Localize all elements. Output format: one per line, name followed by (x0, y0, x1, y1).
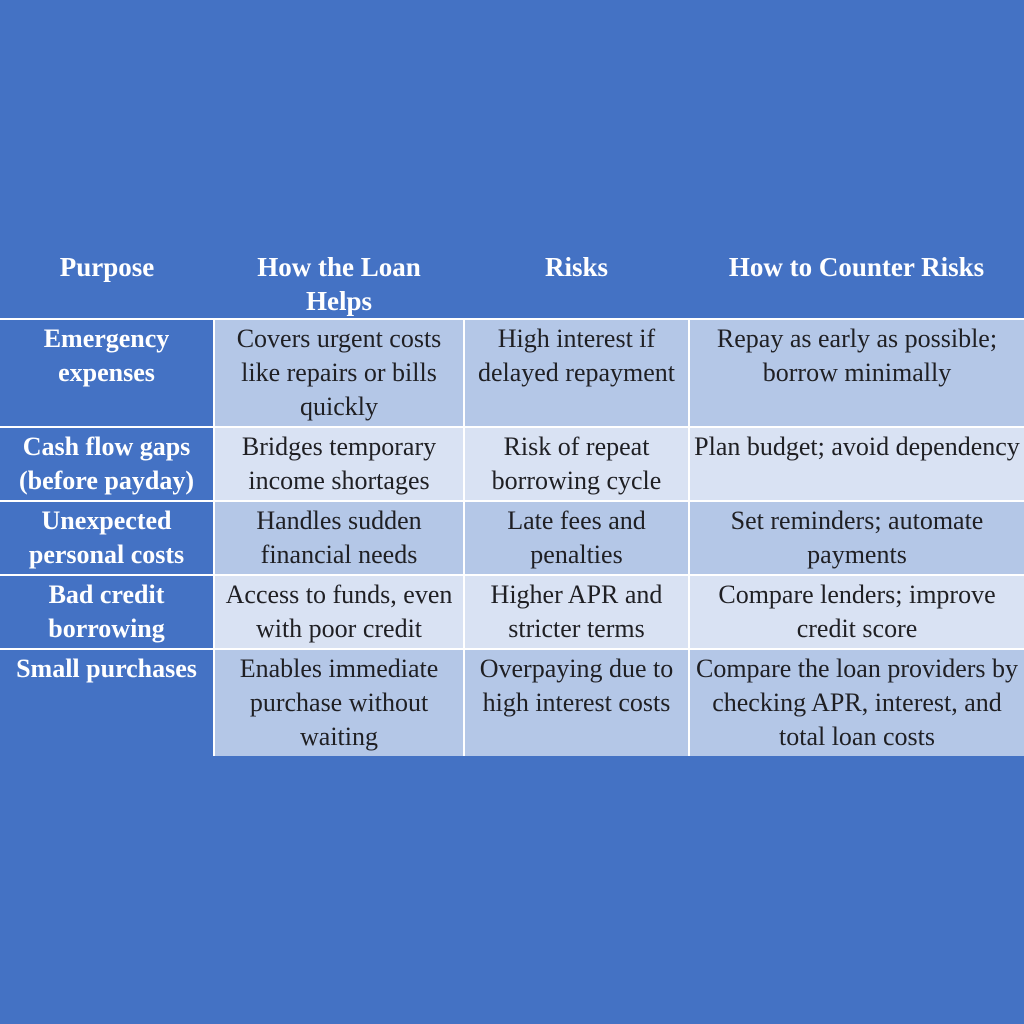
body-cell: Handles sudden financial needs (213, 500, 464, 575)
loan-comparison-table-wrapper: Purpose How the Loan Helps Risks How to … (0, 240, 1024, 768)
row-label-cell: Cash flow gaps (before payday) (0, 426, 214, 501)
loan-comparison-table: Purpose How the Loan Helps Risks How to … (0, 240, 1024, 756)
row-label-cell: Emergency expenses (0, 318, 214, 427)
body-cell: Plan budget; avoid dependency (688, 426, 1024, 501)
body-cell: High interest if delayed repayment (463, 318, 689, 427)
row-label-cell: Small purchases (0, 648, 214, 756)
header-cell-risks: Risks (464, 240, 689, 319)
header-cell-how-loan-helps: How the Loan Helps (214, 240, 464, 319)
table-row: Emergency expenses Covers urgent costs l… (0, 318, 1024, 427)
body-cell: Compare lenders; improve credit score (688, 574, 1024, 649)
body-cell: Access to funds, even with poor credit (213, 574, 464, 649)
body-cell: Late fees and penalties (463, 500, 689, 575)
header-row: Purpose How the Loan Helps Risks How to … (0, 240, 1024, 319)
table-row: Cash flow gaps (before payday) Bridges t… (0, 426, 1024, 501)
body-cell: Compare the loan providers by checking A… (688, 648, 1024, 756)
body-cell: Risk of repeat borrowing cycle (463, 426, 689, 501)
body-cell: Covers urgent costs like repairs or bill… (213, 318, 464, 427)
header-cell-counter-risks: How to Counter Risks (689, 240, 1024, 319)
body-cell: Set reminders; automate payments (688, 500, 1024, 575)
body-cell: Overpaying due to high interest costs (463, 648, 689, 756)
row-label-cell: Unexpected personal costs (0, 500, 214, 575)
table-row: Bad credit borrowing Access to funds, ev… (0, 574, 1024, 649)
body-cell: Enables immediate purchase without waiti… (213, 648, 464, 756)
body-cell: Bridges temporary income shortages (213, 426, 464, 501)
row-label-cell: Bad credit borrowing (0, 574, 214, 649)
header-cell-purpose: Purpose (0, 240, 214, 319)
body-cell: Repay as early as possible; borrow minim… (688, 318, 1024, 427)
body-cell: Higher APR and stricter terms (463, 574, 689, 649)
table-row: Small purchases Enables immediate purcha… (0, 648, 1024, 756)
table-row: Unexpected personal costs Handles sudden… (0, 500, 1024, 575)
